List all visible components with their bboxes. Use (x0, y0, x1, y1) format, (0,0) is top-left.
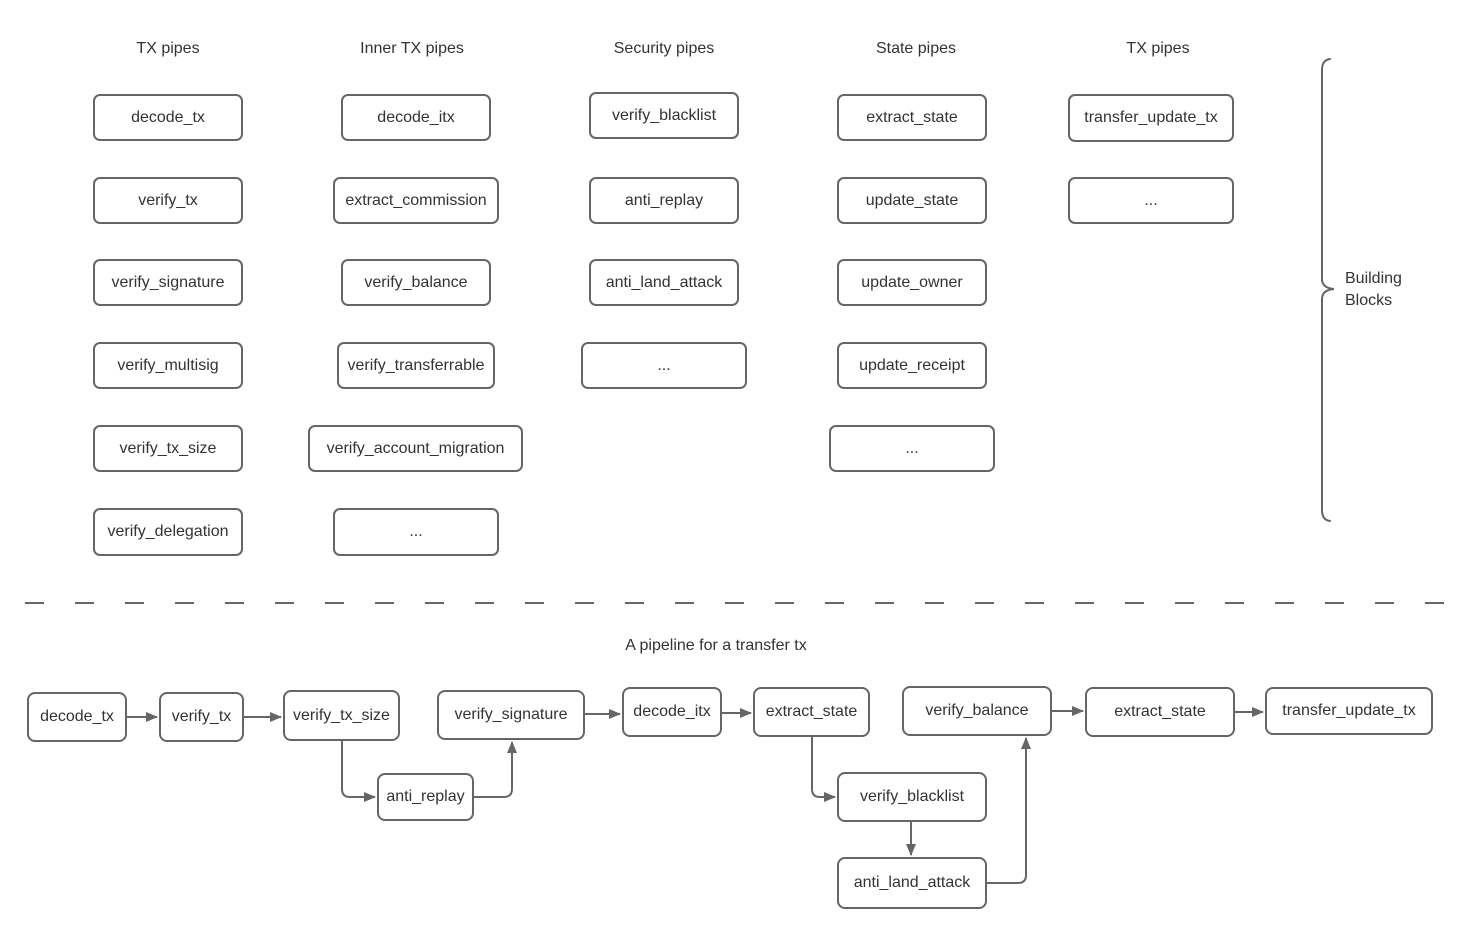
edge-anti_land_attack-verify_balance (987, 737, 1031, 884)
block-verify_tx: verify_tx (93, 177, 243, 224)
col-title-state-pipes: State pipes (875, 40, 957, 57)
edge-extract_state-verify_blacklist (811, 737, 836, 802)
pipeline-title: A pipeline for a transfer tx (625, 637, 807, 654)
col-title-security-pipes: Security pipes (613, 40, 715, 57)
pipe-decode_itx: decode_itx (622, 687, 722, 737)
building-blocks-label: Building Blocks (1345, 270, 1402, 309)
block-extract_commission: extract_commission (333, 177, 499, 224)
block-verify_delegation: verify_delegation (93, 508, 243, 556)
edge-anti_replay-verify_signature (474, 741, 517, 798)
block-update_receipt: update_receipt (837, 342, 987, 389)
block-state-ellipsis: ... (829, 425, 995, 472)
pipe-verify_tx: verify_tx (159, 692, 244, 742)
block-update_owner: update_owner (837, 259, 987, 306)
pipe-extract_state_2: extract_state (1085, 687, 1235, 737)
block-extract_state: extract_state (837, 94, 987, 141)
edge-verify_tx_size-anti_replay (341, 741, 376, 802)
col-title-tx-pipes: TX pipes (136, 40, 200, 57)
block-anti_replay: anti_replay (589, 177, 739, 224)
pipe-verify_balance: verify_balance (902, 686, 1052, 736)
pipe-verify_tx_size: verify_tx_size (283, 690, 400, 741)
pipe-decode_tx: decode_tx (27, 692, 127, 742)
pipe-transfer_update_tx: transfer_update_tx (1265, 687, 1433, 735)
block-verify_balance: verify_balance (341, 259, 491, 306)
block-verify_signature: verify_signature (93, 259, 243, 306)
block-verify_blacklist: verify_blacklist (589, 92, 739, 139)
block-transfer_update_tx: transfer_update_tx (1068, 94, 1234, 142)
block-verify_transferrable: verify_transferrable (337, 342, 495, 389)
col-title-tx-pipes-2: TX pipes (1126, 40, 1190, 57)
block-inner-tx-ellipsis: ... (333, 508, 499, 556)
block-decode_tx: decode_tx (93, 94, 243, 141)
pipe-anti_land_attack: anti_land_attack (837, 857, 987, 909)
building-blocks-brace (1321, 58, 1335, 522)
pipe-verify_blacklist: verify_blacklist (837, 772, 987, 822)
pipe-verify_signature: verify_signature (437, 690, 585, 740)
block-verify_account_migration: verify_account_migration (308, 425, 523, 472)
pipe-extract_state: extract_state (753, 687, 870, 737)
block-verify_multisig: verify_multisig (93, 342, 243, 389)
col-title-inner-tx-pipes: Inner TX pipes (360, 40, 464, 57)
block-tx-ellipsis: ... (1068, 177, 1234, 224)
block-decode_itx: decode_itx (341, 94, 491, 141)
block-anti_land_attack: anti_land_attack (589, 259, 739, 306)
pipe-anti_replay: anti_replay (377, 773, 474, 821)
block-verify_tx_size: verify_tx_size (93, 425, 243, 472)
block-security-ellipsis: ... (581, 342, 747, 389)
block-update_state: update_state (837, 177, 987, 224)
